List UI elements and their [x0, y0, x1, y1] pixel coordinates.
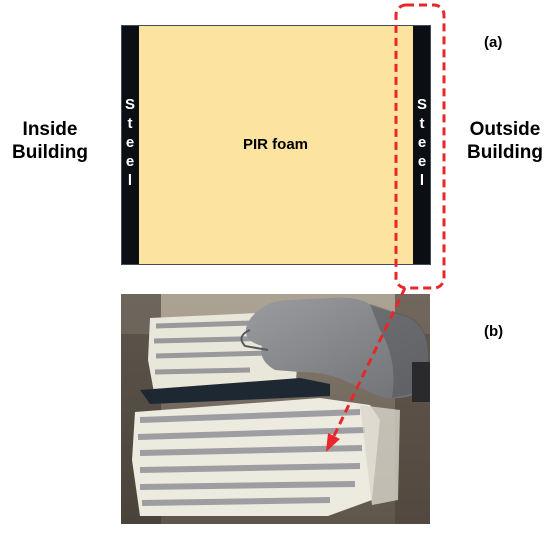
callout-arrow-line	[331, 287, 407, 439]
pir-foam-core	[139, 25, 413, 265]
panel-b-label: (b)	[484, 323, 504, 340]
panel-a-label: (a)	[484, 34, 503, 51]
steel-right-label: S t e e l	[416, 96, 427, 189]
steel-left-label: S t e e l	[124, 96, 135, 189]
steel-left-face	[121, 25, 139, 265]
pir-foam-label: PIR foam	[243, 136, 309, 153]
callout-arrowhead	[326, 433, 340, 452]
photograph	[121, 294, 430, 524]
highlight-box	[394, 3, 446, 290]
steel-right-face	[413, 25, 431, 265]
panel-outline	[121, 25, 431, 265]
outside-building-label: Outside Building	[467, 119, 543, 163]
inside-building-label: Inside Building	[12, 119, 88, 163]
